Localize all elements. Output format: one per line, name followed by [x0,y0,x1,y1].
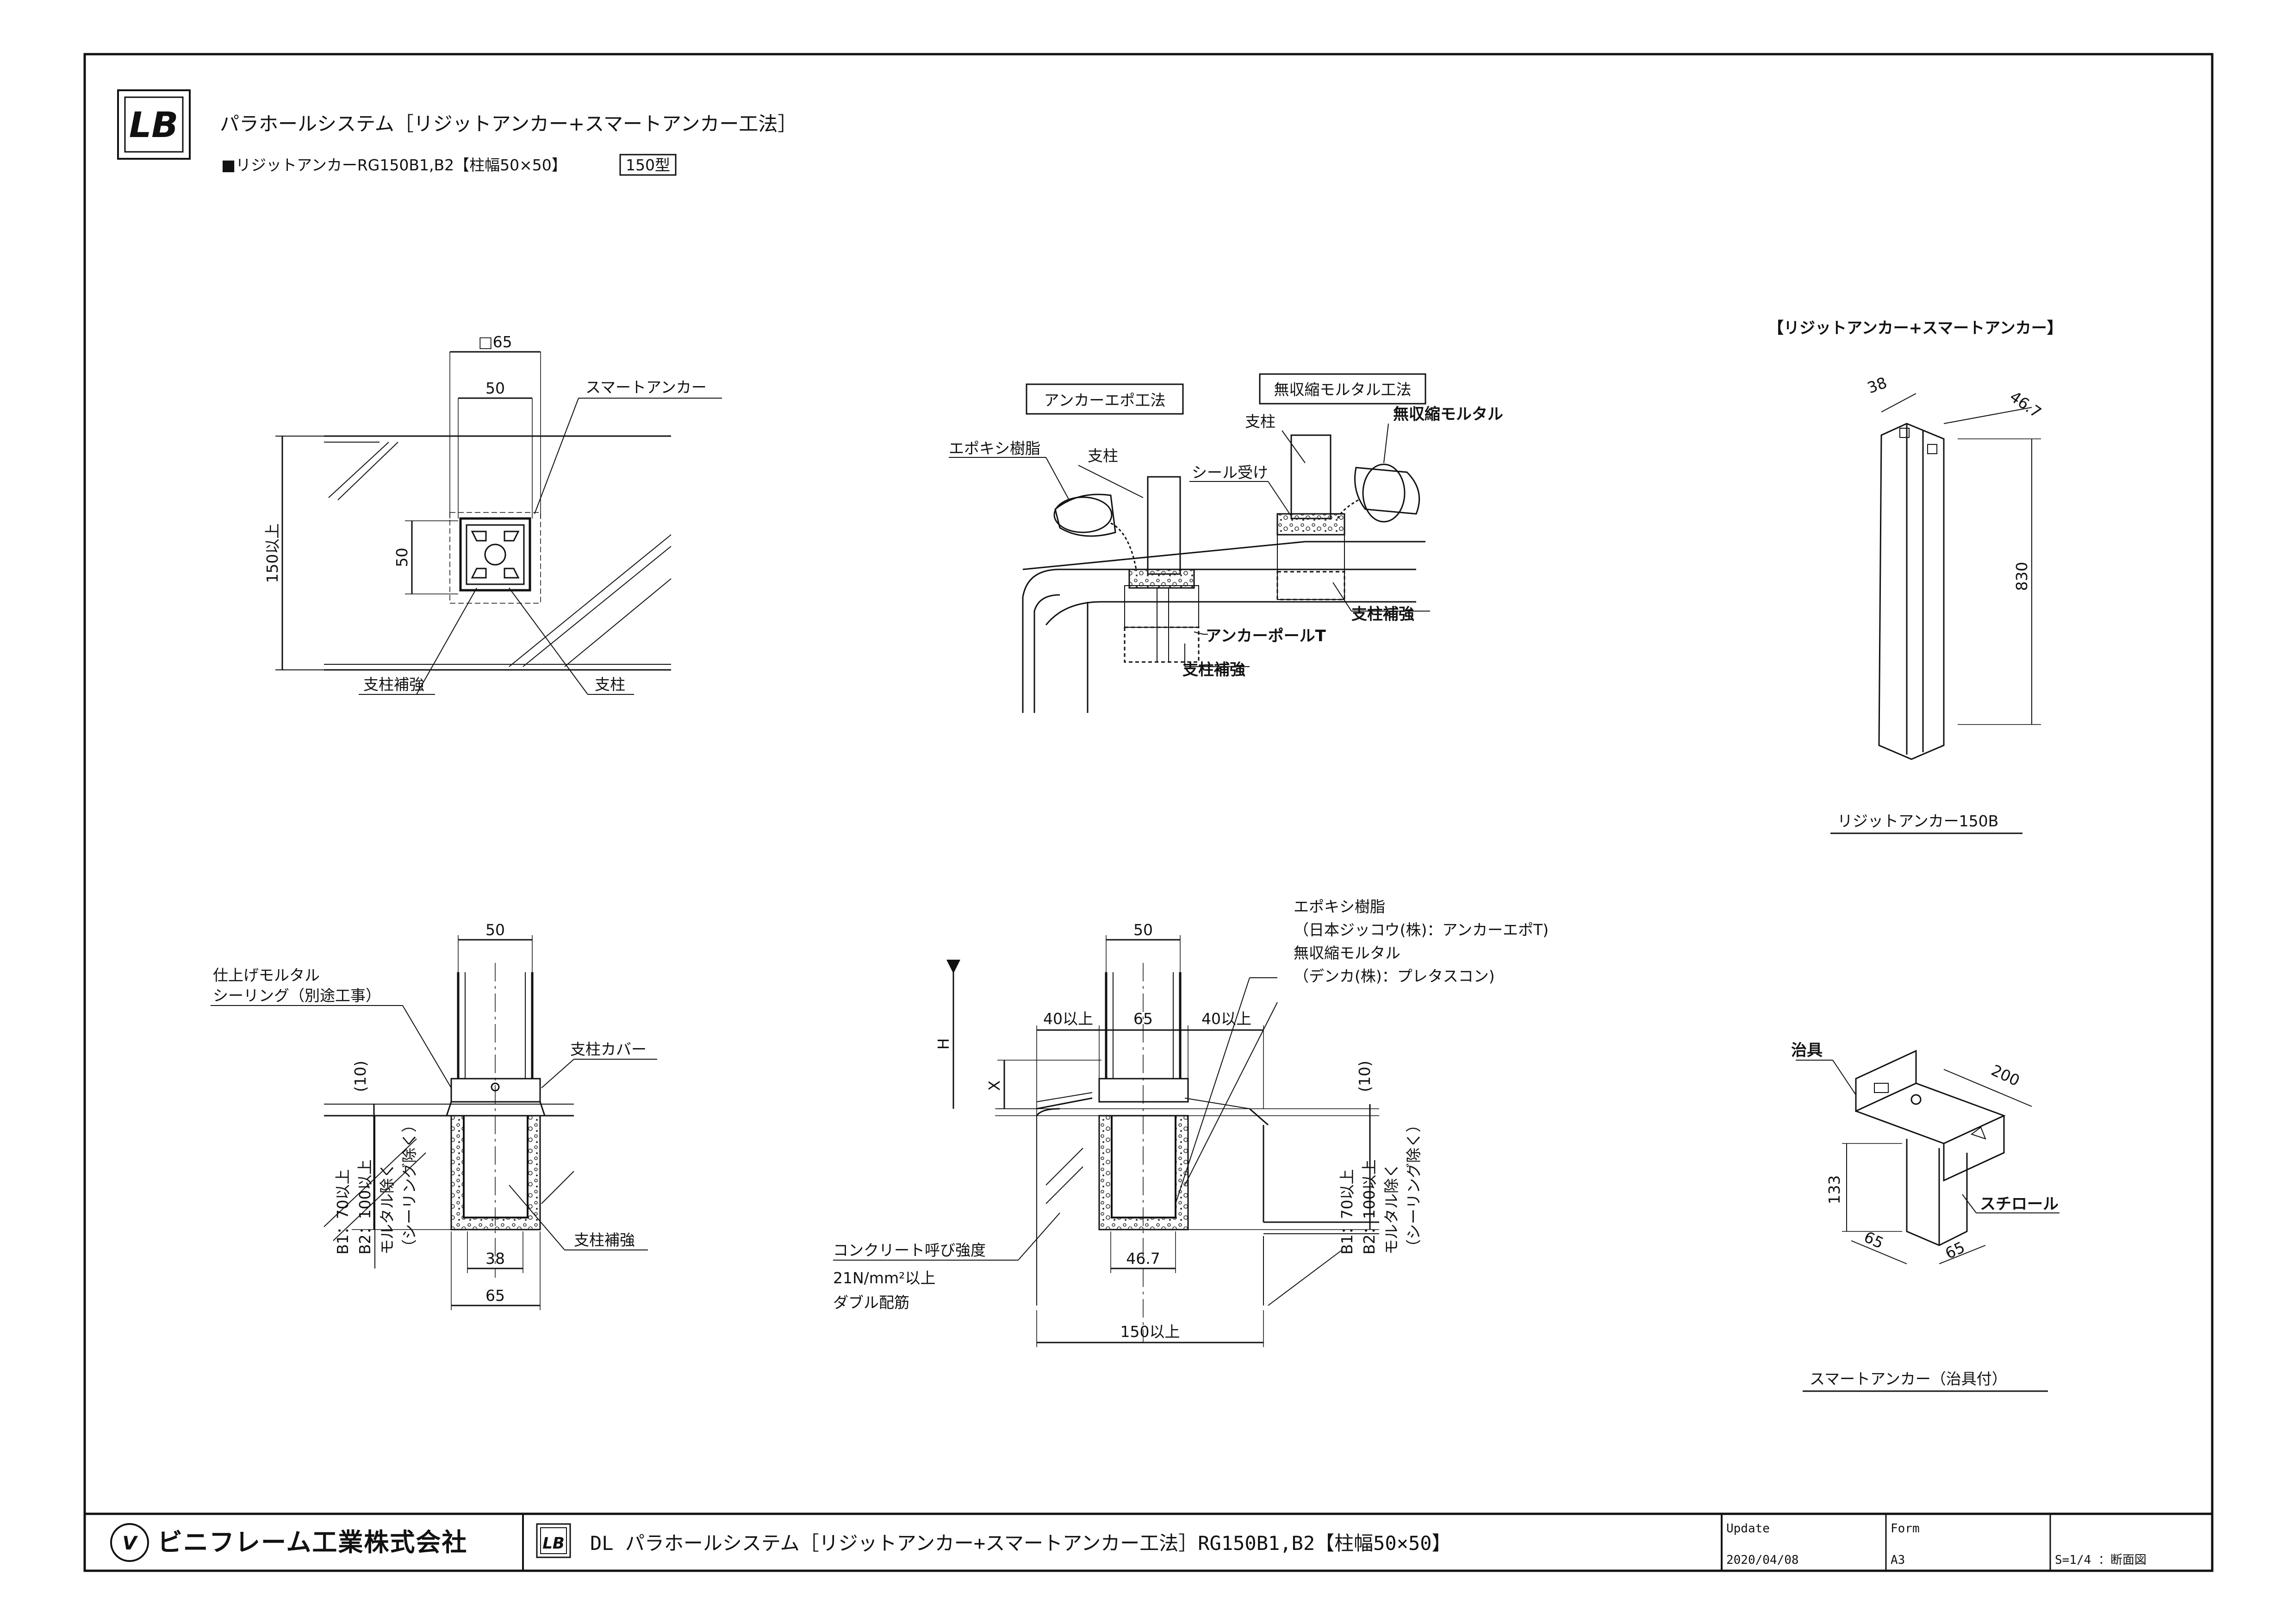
right-depth-note-line: B1：70以上 [1338,1169,1356,1255]
install-label-seal-receiver: シール受け [1192,463,1268,481]
install-label-non-shrink-mortar: 無収縮モルタル [1393,405,1503,424]
rigid-product-heading: 【リジットアンカー+スマートアンカー】 [1768,319,2063,337]
install-box-mortar-method: 無収縮モルタル工法 [1274,381,1412,399]
left-dim-38: 38 [485,1249,505,1268]
install-label-epoxy-resin: エポキシ樹脂 [949,439,1040,457]
smart-label-jig: 治具 [1791,1041,1823,1060]
right-label-h: H [934,1038,952,1050]
right-epoxy-note-line: エポキシ樹脂 [1294,898,1385,916]
update-value: 2020/04/08 [1726,1553,1799,1567]
left-label-post-cover: 支柱カバー [570,1040,647,1058]
left-dim-50: 50 [485,921,505,939]
rigid-dim-830: 830 [2013,562,2031,591]
plan-dim-50-side: 50 [393,548,411,567]
plan-dim-150: 150以上 [263,524,281,583]
left-dim-65: 65 [485,1287,505,1305]
right-depth-note-line: B2：100以上 [1360,1159,1378,1255]
install-label-anchor-pole: アンカーポールT [1206,627,1326,645]
plan-view [275,351,722,695]
right-epoxy-note-line: 無収縮モルタル [1294,944,1400,962]
right-concrete-note: コンクリート呼び強度 21N/mm²以上 ダブル配筋 [833,1241,986,1312]
right-dim-40-right: 40以上 [1201,1010,1251,1028]
page-title: パラホールシステム［リジットアンカー+スマートアンカー工法］ [220,112,797,135]
right-concrete-note-line: コンクリート呼び強度 [833,1241,986,1259]
install-box-epoxy-method: アンカーエポ工法 [1044,391,1166,409]
page-subtitle: ■リジットアンカーRG150B1,B2【柱幅50×50】 [221,156,567,174]
company-name: ビニフレーム工業株式会社 [157,1528,467,1557]
smart-dim-133: 133 [1825,1175,1843,1205]
rigid-dim-46-7: 46.7 [2006,387,2045,422]
sheet-border [83,53,2214,1572]
install-label-post-right: 支柱 [1245,412,1276,431]
right-depth-note-line: （シーリング除く） [1405,1117,1423,1255]
update-label: Update [1726,1522,1770,1536]
plan-label-post: 支柱 [595,675,625,693]
install-label-post-reinforcement-center: 支柱補強 [1182,661,1245,679]
plan-post [459,517,531,592]
right-dim-50: 50 [1133,921,1153,939]
header-logo-inner [124,96,184,153]
plan-dim-65: □65 [478,333,512,351]
right-dim-40-left: 40以上 [1043,1010,1093,1028]
right-epoxy-note-line: （日本ジッコウ(株)：アンカーエポT) [1294,921,1549,939]
header-logo-text: LB [129,104,178,145]
type-badge: 150型 [626,156,670,174]
left-label-sealing: シーリング（別途工事） [213,987,381,1005]
title-block-logo-text: LB [542,1534,565,1553]
type-badge-frame [619,154,677,176]
drawing-title: DL パラホールシステム［リジットアンカー+スマートアンカー工法］RG150B1… [590,1532,1451,1555]
left-depth-note-line: B2：100以上 [356,1159,374,1255]
right-label-x: X [985,1081,1003,1091]
left-label-finish-mortar: 仕上げモルタル [213,966,320,984]
right-depth-note-line: モルタル除く [1382,1163,1400,1255]
form-label: Form [1891,1522,1920,1536]
header-logo-frame [117,89,191,160]
smart-dim-200: 200 [1989,1061,2023,1090]
left-depth-note-line: （シーリング除く） [400,1117,418,1255]
right-concrete-note-line: ダブル配筋 [833,1293,909,1312]
right-dim-10: (10) [1356,1061,1374,1092]
left-depth-note: B1：70以上 B2：100以上 モルタル除く （シーリング除く） [334,1117,418,1255]
left-depth-note-line: モルタル除く [378,1163,396,1255]
rigid-anchor-drawing [1878,393,2041,760]
right-concrete-note-line: 21N/mm²以上 [833,1269,935,1287]
plan-label-post-reinforcement: 支柱補強 [363,675,424,693]
install-label-post-left: 支柱 [1088,447,1118,465]
right-epoxy-note: エポキシ樹脂 （日本ジッコウ(株)：アンカーエポT) 無収縮モルタル （デンカ(… [1294,898,1549,985]
install-label-post-reinforcement-right: 支柱補強 [1351,605,1414,624]
right-epoxy-note-line: （デンカ(株)：プレタスコン) [1294,967,1495,985]
section-right [833,935,1379,1347]
scale-value: S=1/4 ：断面図 [2055,1553,2147,1567]
left-depth-note-line: B1：70以上 [334,1169,352,1255]
rigid-caption: リジットアンカー150B [1837,812,1998,830]
left-label-post-reinforcement: 支柱補強 [574,1231,635,1249]
header: LB パラホールシステム［リジットアンカー+スマートアンカー工法］ ■リジットア… [117,89,797,176]
company-logo-mark: V [123,1533,138,1554]
right-dim-46-7: 46.7 [1126,1249,1160,1268]
left-dim-10: (10) [351,1061,369,1092]
right-depth-note: B1：70以上 B2：100以上 モルタル除く （シーリング除く） [1338,1117,1423,1255]
right-dim-65: 65 [1133,1010,1153,1028]
plan-label-smart-anchor: スマートアンカー [585,378,707,396]
smart-caption: スマートアンカー（治具付） [1810,1370,2007,1388]
right-dim-150: 150以上 [1120,1323,1180,1341]
section-left [211,935,657,1310]
rigid-dim-38: 38 [1865,374,1889,397]
form-value: A3 [1891,1553,1905,1567]
smart-anchor-drawing [1796,1049,2060,1264]
smart-label-styrofoam: スチロール [1980,1195,2059,1213]
installation-illustration [949,373,1430,713]
title-block [85,1512,2212,1571]
plan-dim-50-top: 50 [485,379,505,397]
